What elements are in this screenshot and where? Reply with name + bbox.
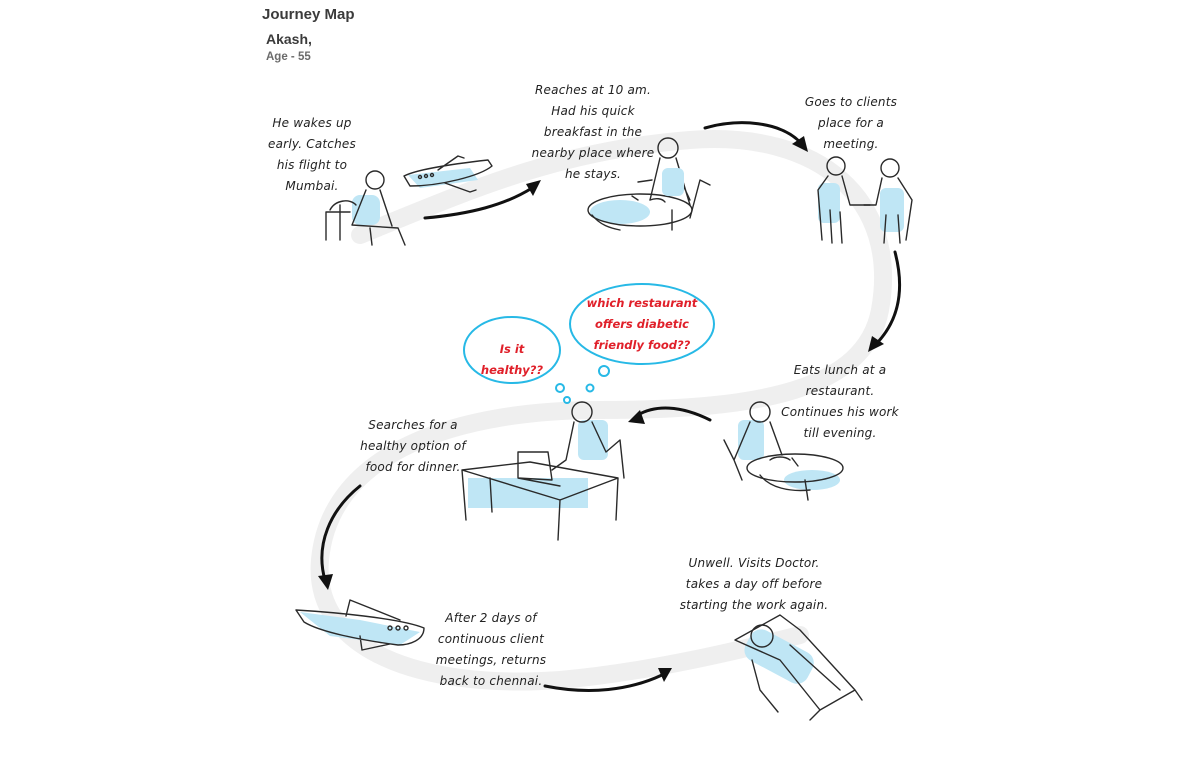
laptop-icon [517,451,561,487]
step-caption-5: Searches for a healthy option of food fo… [360,418,466,474]
thought-text-healthy: Is it healthy?? [480,342,544,377]
airplane-icon [403,155,493,193]
scene-return-flight [295,599,425,651]
scene-wake-up [325,155,493,246]
scene-lunch [723,401,844,501]
step-caption-1: He wakes up early. Catches his flight to… [268,116,356,193]
persona-age: Age - 55 [266,51,311,63]
scene-client-meeting [817,156,913,244]
arrow-2 [703,121,802,144]
step-caption-3: Goes to clients place for a meeting. [804,95,898,151]
persona-name: Akash, [266,31,312,47]
step-caption-7: Unwell. Visits Doctor. takes a day off b… [679,556,829,612]
person-seated-icon [325,170,406,246]
journey-path-band [310,130,893,691]
arrow-6 [543,673,664,692]
scene-search-dinner [461,401,625,541]
arrow-3 [876,250,902,344]
recliner-icon [734,614,863,721]
arrow-4 [636,406,712,422]
step-caption-4: Eats lunch at a restaurant. Continues hi… [781,363,899,440]
journey-arrows [318,121,902,692]
thought-text-restaurant: which restaurant offers diabetic friendl… [586,296,698,352]
step-caption-6: After 2 days of continuous client meetin… [435,611,547,688]
scene-breakfast [587,137,711,231]
thought-bubble-healthy [463,316,561,384]
thought-bubble-icon [463,283,715,404]
arrow-1 [423,186,534,220]
page-title: Journey Map [262,6,355,23]
step-caption-2: Reaches at 10 am. Had his quick breakfas… [531,83,655,181]
thought-bubble-restaurant [569,283,715,365]
airplane-icon [295,599,425,651]
handshake-icon [817,156,913,244]
arrow-5 [320,484,362,582]
scene-unwell [734,614,863,721]
